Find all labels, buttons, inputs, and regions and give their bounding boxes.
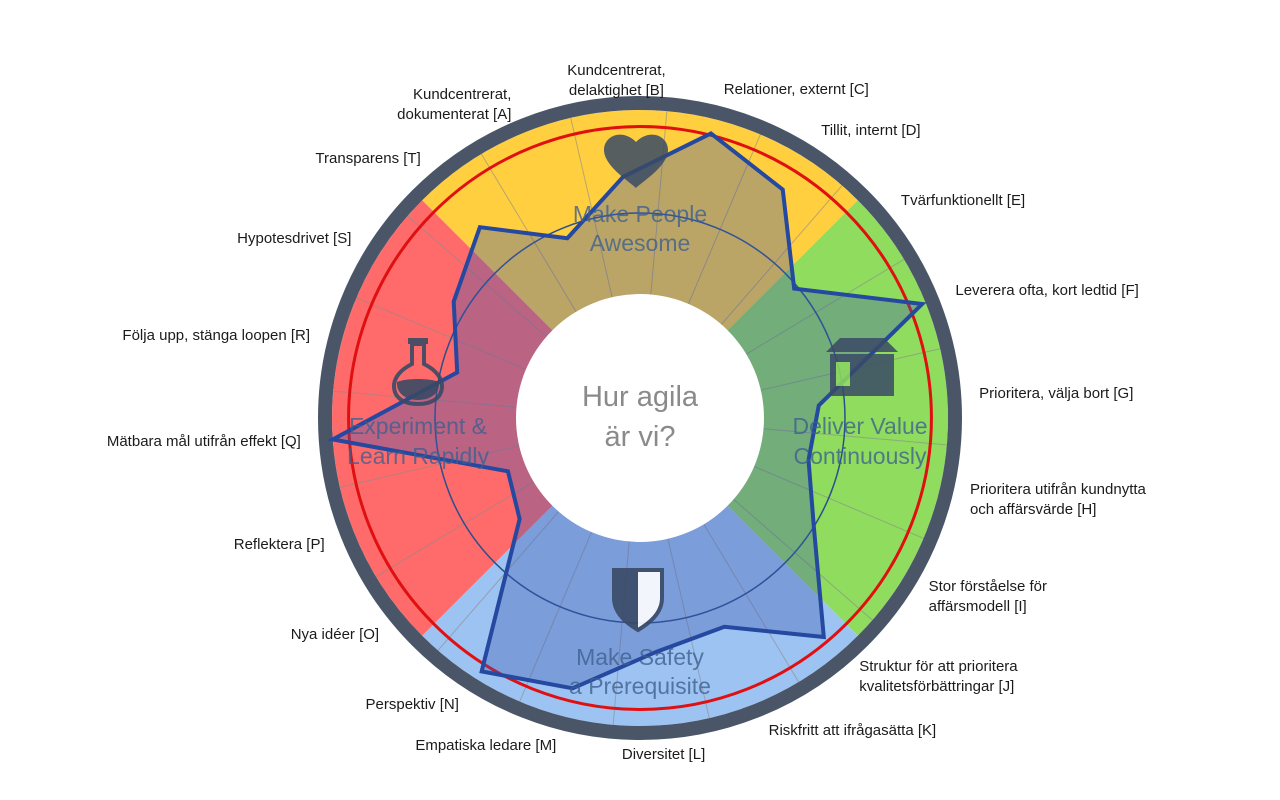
dimension-label-n: Perspektiv [N] [366, 695, 459, 715]
dimension-label-line: Mätbara mål utifrån effekt [Q] [106, 432, 301, 450]
dimension-label-line: Perspektiv [N] [365, 695, 459, 713]
dimension-label-p: Reflektera [P] [234, 535, 325, 555]
dimension-label-line: Nya idéer [O] [290, 626, 380, 644]
dimension-label-d: Tillit, internt [D] [821, 121, 920, 141]
flask-icon [391, 338, 445, 407]
dimension-label-o: Nya idéer [O] [291, 625, 379, 645]
dimension-label-line: affärsmodell [I] [928, 598, 1027, 616]
dimension-label-line: Prioritera, välja bort [G] [979, 385, 1134, 403]
dimension-label-line: Leverera ofta, kort ledtid [F] [955, 282, 1139, 300]
quadrant-title-deliver-value-2: Continuously [794, 443, 927, 469]
quadrant-title-deliver-value-1: Deliver Value [792, 413, 927, 439]
dimension-label-s: Hypotesdrivet [S] [237, 229, 351, 249]
spoke [763, 428, 947, 446]
dimension-label-b: Kundcentrerat, delaktighet [B] [466, 61, 766, 101]
dimension-label-g: Prioritera, välja bort [G] [979, 384, 1133, 404]
dimension-label-q: Mätbara mål utifrån effekt [Q] [107, 432, 301, 452]
dimension-label-i: Stor förståelse för affärsmodell [I] [929, 577, 1047, 617]
dimension-label-line: Kundcentrerat, [567, 61, 666, 79]
spoke [437, 511, 560, 651]
dimension-label-f: Leverera ofta, kort ledtid [F] [955, 281, 1138, 301]
dimension-label-r: Följa upp, stänga loopen [R] [122, 326, 310, 346]
center-hub [516, 294, 764, 542]
dimension-label-k: Riskfritt att ifrågasätta [K] [769, 721, 937, 741]
box-icon [826, 338, 898, 396]
dimension-label-line: Kundcentrerat, [412, 85, 512, 103]
dimension-label-line: Tvärfunktionellt [E] [900, 191, 1026, 209]
quadrant-sector-right [640, 200, 948, 636]
spoke [667, 538, 710, 719]
dimension-label-line: Hypotesdrivet [S] [237, 229, 352, 247]
center-title-line2: är vi? [605, 421, 676, 453]
spoke [339, 445, 520, 488]
dimension-label-line: Reflektera [P] [233, 535, 325, 553]
dimension-label-line: Stor förståelse för [928, 578, 1048, 596]
dimension-label-a: Kundcentrerat, dokumenterat [A] [397, 85, 511, 125]
spoke [746, 258, 905, 355]
dimension-label-line: Prioritera utifrån kundnytta [969, 480, 1146, 498]
dimension-label-line: Riskfritt att ifrågasätta [K] [768, 722, 937, 740]
dimension-label-line: Transparens [T] [315, 150, 421, 168]
outer-ring [318, 96, 962, 740]
dimension-label-j: Struktur för att prioritera kvalitetsförb… [859, 657, 1017, 697]
quadrant-title-make-safety-1: Make Safety [576, 644, 704, 670]
spoke [720, 185, 843, 325]
spoke [519, 531, 593, 702]
dimension-label-line: Struktur för att prioritera [859, 657, 1018, 675]
dimension-label-line: Tillit, internt [D] [821, 122, 921, 140]
dimension-label-h: Prioritera utifrån kundnytta och affärsvä… [970, 480, 1146, 520]
dimension-label-t: Transparens [T] [315, 149, 420, 169]
spoke [753, 465, 924, 539]
dimension-label-l: Diversitet [L] [514, 745, 814, 765]
quadrant-title-make-people-awesome-2: Awesome [590, 230, 691, 256]
heart-icon [604, 134, 668, 188]
dimension-label-line: Empatiska ledare [M] [415, 736, 557, 754]
shield-icon [612, 568, 664, 633]
quadrant-title-make-people-awesome-1: Make People [573, 201, 707, 227]
quadrant-sector-top [422, 109, 858, 418]
spoke [407, 215, 547, 338]
dimension-label-line: Följa upp, stänga loopen [R] [122, 327, 311, 345]
dimension-label-line: delaktighet [B] [568, 81, 664, 99]
center-title-line1: Hur agila [582, 381, 699, 413]
spoke [733, 498, 873, 621]
dimension-label-e: Tvärfunktionellt [E] [901, 191, 1025, 211]
target-circle [347, 125, 933, 711]
dimension-label-line: och affärsvärde [H] [969, 500, 1097, 518]
dimension-label-line: dokumenterat [A] [397, 105, 512, 123]
spoke [356, 297, 527, 371]
dimension-label-line: Diversitet [L] [621, 746, 706, 764]
quadrant-title-make-safety-2: a Prerequisite [569, 673, 711, 699]
spoke [703, 524, 800, 683]
spoke [375, 481, 534, 578]
quadrant-title-experiment-2: Learn Rapidly [347, 443, 489, 469]
quadrant-sector-left [332, 200, 640, 636]
dimension-label-line: Relationer, externt [C] [723, 81, 869, 99]
dimension-label-line: kvalitetsförbättringar [J] [859, 677, 1015, 695]
dimension-spokes [333, 111, 947, 725]
dimension-label-c: Relationer, externt [C] [724, 80, 869, 100]
spoke [570, 117, 613, 298]
dimension-label-m: Empatiska ledare [M] [415, 736, 556, 756]
quadrant-title-experiment-1: Experiment & [349, 413, 487, 439]
